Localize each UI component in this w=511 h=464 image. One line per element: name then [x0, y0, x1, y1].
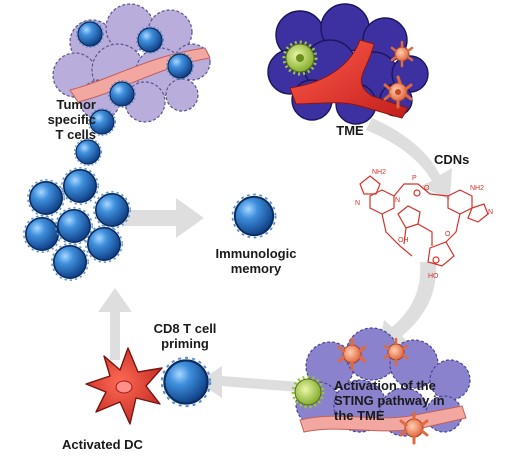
tme-vessel	[289, 39, 409, 119]
green-apc-cell	[282, 40, 318, 76]
cycle-arrows	[98, 118, 452, 398]
label-cdns: CDNs	[434, 152, 470, 167]
label-tumor-specific-t-cells: Tumor specific T cells	[47, 97, 96, 142]
svg-text:N: N	[395, 197, 400, 204]
cdn-molecule	[359, 175, 489, 267]
cd8-t-cell	[160, 356, 212, 408]
label-immunologic-memory: Immunologic memory	[215, 246, 297, 276]
svg-text:N: N	[488, 209, 493, 216]
cdn-molecule-atoms: NH2 N N P O OH HO O NH2 N	[355, 169, 493, 280]
sting-tumor	[291, 327, 471, 445]
svg-text:P: P	[412, 175, 417, 182]
label-tme: TME	[336, 123, 364, 138]
arrow-tme-to-cdns	[366, 118, 452, 200]
svg-text:OH: OH	[398, 237, 409, 244]
t-cell-cluster	[23, 167, 131, 281]
orange-cell-2	[390, 40, 414, 68]
arrow-cdns-to-sting	[378, 262, 437, 350]
orange-cell-1	[383, 75, 413, 109]
label-cd8-priming: CD8 T cell priming	[153, 321, 217, 351]
arrow-cells-to-memory	[122, 198, 204, 238]
svg-text:O: O	[424, 185, 430, 192]
arrow-sting-to-priming	[198, 366, 300, 398]
svg-text:NH2: NH2	[470, 185, 484, 192]
svg-text:NH2: NH2	[372, 169, 386, 176]
svg-text:N: N	[355, 200, 360, 207]
memory-t-cell	[231, 193, 277, 239]
tme-illustration	[267, 3, 429, 125]
activated-dc	[85, 347, 163, 425]
svg-text:O: O	[445, 231, 451, 238]
svg-text:HO: HO	[428, 273, 439, 280]
arrow-priming-to-cells	[98, 288, 132, 360]
tumor-mass	[52, 3, 211, 167]
label-activated-dc: Activated DC	[62, 437, 143, 452]
label-sting-activation: Activation of the STING pathway in the T…	[334, 378, 445, 423]
